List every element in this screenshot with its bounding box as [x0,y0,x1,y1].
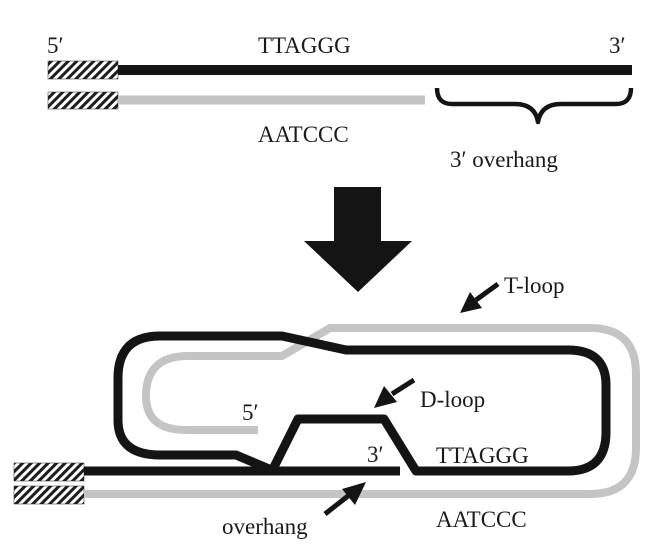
t-loop-structure: T-loop D-loop 5′ 3′ TTAGGG AATCCC overha… [13,273,640,539]
d-loop-label: D-loop [420,387,485,412]
d-loop-pointer [374,377,416,408]
c-strand-label-bottom: AATCCC [436,507,527,532]
five-prime-label-top: 5′ [47,33,64,58]
three-prime-label-top: 3′ [609,33,626,58]
chromosome-end-block-top-2 [13,462,85,482]
c-strand-loop [84,324,640,498]
overhang-pointer [323,482,366,516]
g-strand-loop [84,331,611,476]
c-strand-label-top: AATCCC [258,122,349,147]
chromosome-end-block-bottom [47,91,119,110]
t-loop-pointer [460,281,500,313]
five-prime-label-bottom: 5′ [242,400,259,425]
linear-telomere: 5′ 3′ TTAGGG AATCCC 3′ overhang [47,33,634,172]
overhang-brace [434,87,634,125]
g-strand-label-top: TTAGGG [258,33,351,58]
chromosome-end-block-top [47,60,119,80]
transition-arrow [304,187,412,292]
chromosome-end-block-bottom-2 [13,485,85,505]
t-loop-label: T-loop [504,273,565,298]
three-prime-label-bottom: 3′ [367,442,384,467]
overhang-label-bottom: overhang [222,514,308,539]
g-strand-label-bottom: TTAGGG [436,443,529,468]
overhang-label-top: 3′ overhang [450,147,558,172]
